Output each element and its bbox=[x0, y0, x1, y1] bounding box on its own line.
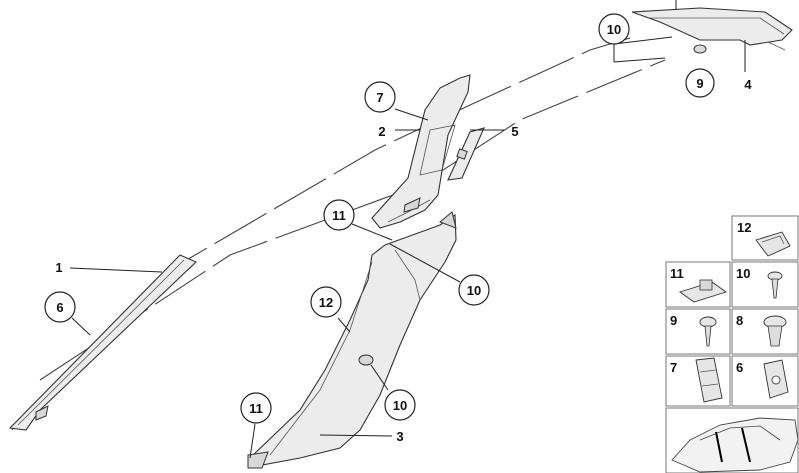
label-2: 2 bbox=[378, 124, 385, 139]
fastener-9-screw bbox=[693, 44, 707, 54]
svg-text:12: 12 bbox=[319, 295, 333, 310]
svg-text:9: 9 bbox=[696, 76, 703, 91]
fastener-cell-12: 12 bbox=[731, 215, 799, 261]
fastener-cell-11: 11 bbox=[665, 261, 731, 308]
svg-text:10: 10 bbox=[393, 398, 407, 413]
fastener-cell-8: 8 bbox=[731, 308, 799, 355]
trim-clip-icon bbox=[755, 231, 791, 257]
callout-6: 6 bbox=[44, 291, 76, 323]
svg-text:7: 7 bbox=[376, 90, 383, 105]
svg-text:6: 6 bbox=[56, 300, 63, 315]
car-thumbnail bbox=[665, 407, 799, 473]
fastener-cell-7: 7 bbox=[665, 355, 731, 407]
expansion-rivet-icon bbox=[763, 315, 787, 347]
callout-10-mid: 10 bbox=[458, 274, 490, 306]
svg-text:11: 11 bbox=[670, 266, 684, 281]
callout-9: 9 bbox=[685, 68, 715, 98]
spring-clip-icon bbox=[695, 357, 723, 403]
fastener-cell-9: 9 bbox=[665, 308, 731, 355]
screw-icon bbox=[767, 271, 783, 299]
svg-text:10: 10 bbox=[607, 22, 621, 37]
fastener-cell-6: 6 bbox=[731, 355, 799, 407]
callout-11-mid: 11 bbox=[323, 199, 355, 231]
label-1: 1 bbox=[55, 260, 62, 275]
svg-text:11: 11 bbox=[249, 401, 263, 416]
label-5: 5 bbox=[511, 124, 518, 139]
svg-text:6: 6 bbox=[736, 360, 743, 375]
plastic-clip-icon bbox=[763, 359, 789, 399]
label-4: 4 bbox=[744, 77, 752, 92]
callout-12: 12 bbox=[310, 286, 342, 318]
svg-text:11: 11 bbox=[332, 208, 346, 223]
part-5-cover-plate bbox=[447, 127, 485, 181]
screw-icon bbox=[699, 316, 717, 347]
leader-lines bbox=[69, 36, 746, 459]
svg-text:8: 8 bbox=[736, 313, 743, 328]
part-7-b-pillar-upper-trim bbox=[371, 74, 471, 229]
svg-text:12: 12 bbox=[737, 220, 751, 235]
fastener-cell-10: 10 bbox=[731, 261, 799, 308]
callout-7: 7 bbox=[364, 81, 396, 113]
part-12-b-pillar-lower-trim bbox=[247, 211, 457, 469]
part-1-a-pillar-trim bbox=[8, 254, 197, 431]
label-3: 3 bbox=[396, 429, 403, 444]
svg-text:9: 9 bbox=[670, 313, 677, 328]
svg-text:10: 10 bbox=[736, 266, 750, 281]
svg-text:7: 7 bbox=[670, 360, 677, 375]
callout-10-top: 10 bbox=[598, 13, 630, 45]
car-outline-icon bbox=[671, 417, 799, 473]
clip-nut-icon bbox=[679, 279, 727, 303]
svg-text:10: 10 bbox=[467, 283, 481, 298]
callout-11-low: 11 bbox=[240, 392, 272, 424]
fastener-panel: 12 11 10 9 bbox=[665, 215, 799, 473]
callout-10-low: 10 bbox=[384, 389, 416, 421]
part-4-c-pillar-trim bbox=[631, 0, 793, 51]
